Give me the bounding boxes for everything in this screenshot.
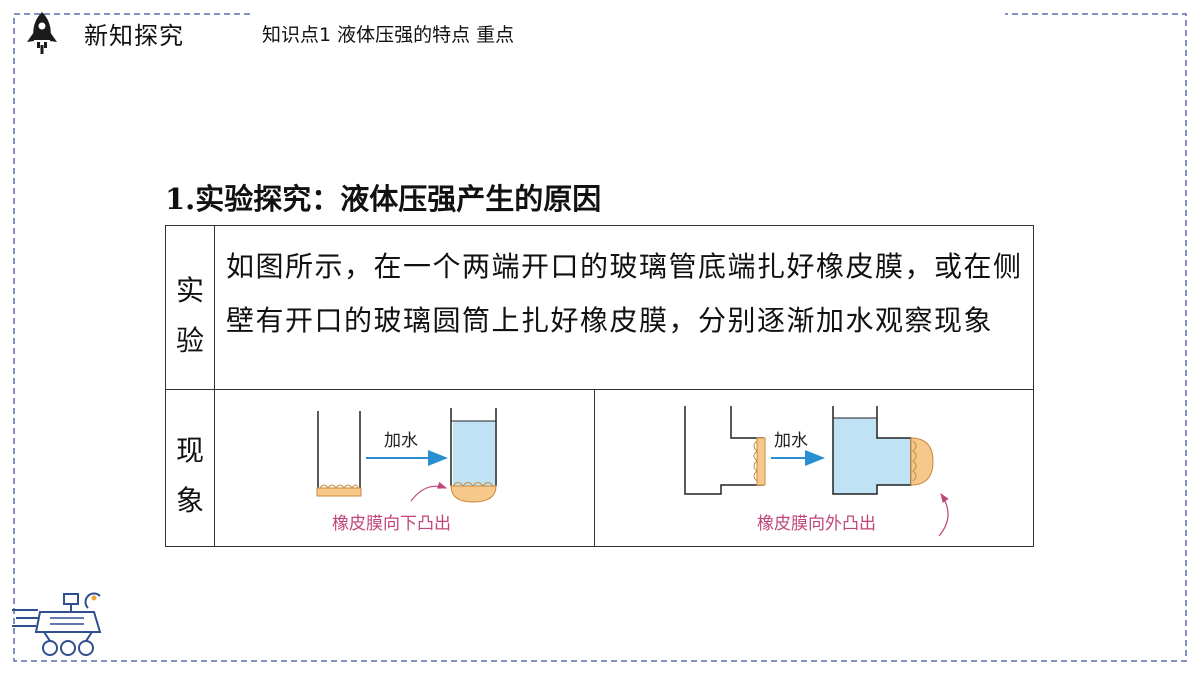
experiment-description: 如图所示，在一个两端开口的玻璃管底端扎好橡皮膜，或在侧壁有开口的玻璃圆筒上扎好橡… [226,250,1023,337]
table-row-divider [166,389,1033,390]
experiment-table: 实 验 如图所示，在一个两端开口的玻璃管底端扎好橡皮膜，或在侧壁有开口的玻璃圆筒… [165,225,1034,547]
row-label-experiment: 实 验 [175,274,204,357]
rocket-icon [27,12,57,54]
table-col-divider [214,226,215,546]
diagram-bottom-membrane: 加水 橡皮膜向下凸出 [316,408,497,534]
header-title: 新知探究 [84,21,184,50]
header-topic: 知识点1 液体压强的特点 重点 [262,24,515,46]
diagram-side-membrane: 加水 橡皮膜向外凸出 [684,406,949,537]
caption-right: 橡皮膜向外凸出 [757,514,876,534]
table-col-divider-lower [594,389,595,546]
caption-left: 橡皮膜向下凸出 [332,514,451,534]
row-label-phenomenon: 现 象 [175,434,204,517]
arrow-label-left: 加水 [384,431,418,451]
rover-icon [12,592,102,656]
section-title: 1.实验探究：液体压强产生的原因 [165,182,602,216]
arrow-label-right: 加水 [774,431,808,451]
header: 新知探究 [22,10,184,56]
